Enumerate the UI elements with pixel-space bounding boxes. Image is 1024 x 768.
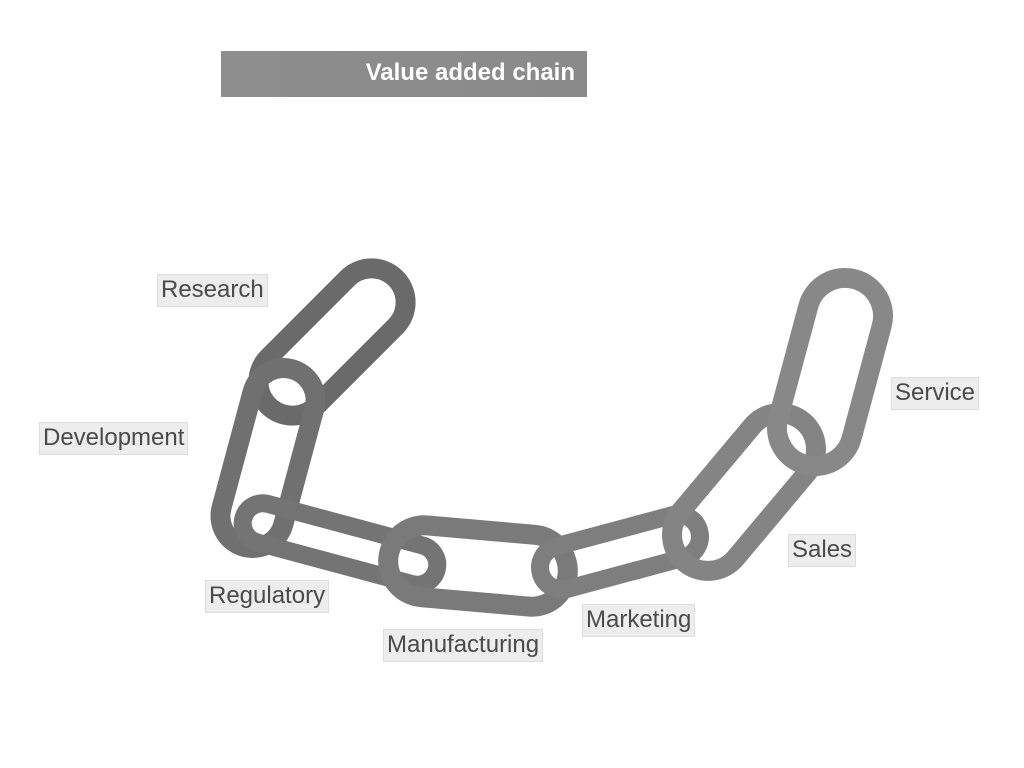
chain-link-research — [248, 258, 416, 426]
chain-link-marketing — [531, 505, 709, 599]
chain-link-service — [766, 267, 894, 477]
chain-link-manufacturing — [378, 515, 578, 617]
chain-link-development — [210, 358, 326, 558]
label-regulatory: Regulatory — [205, 580, 330, 613]
chain-link-regulatory — [233, 494, 447, 594]
label-development: Development — [39, 422, 189, 455]
label-marketing: Marketing — [582, 604, 696, 637]
title-bar: Value added chain — [221, 51, 587, 97]
label-manufacturing: Manufacturing — [383, 629, 544, 662]
label-sales: Sales — [788, 534, 857, 567]
label-research: Research — [157, 274, 268, 307]
page-title: Value added chain — [365, 59, 575, 86]
label-service: Service — [891, 377, 980, 410]
chain-link-sales — [662, 403, 826, 581]
